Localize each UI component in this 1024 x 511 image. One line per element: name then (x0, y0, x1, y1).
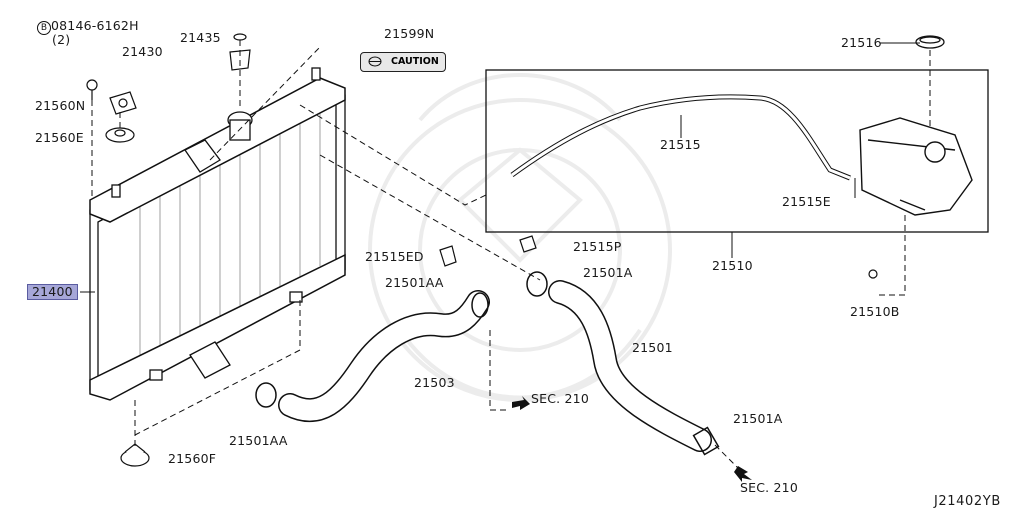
label-sec-210-middle: SEC. 210 (531, 391, 589, 406)
cap-21516 (915, 35, 945, 49)
label-21430: 21430 (122, 44, 163, 59)
label-21515: 21515 (660, 137, 701, 152)
mount-21560F (120, 443, 150, 467)
clip-21515ED (439, 245, 457, 267)
label-21510B: 21510B (850, 304, 900, 319)
reservoir-tank-21510 (859, 117, 973, 216)
label-21501AA-bottom: 21501AA (229, 433, 288, 448)
bolt-08146 (86, 79, 98, 100)
label-21560N: 21560N (35, 98, 86, 113)
label-21501A-top: 21501A (583, 265, 633, 280)
dashed-leaders (91, 40, 931, 471)
reservoir-kit-box (485, 69, 989, 233)
label-21515E: 21515E (782, 194, 831, 209)
label-21516: 21516 (841, 35, 882, 50)
label-21503: 21503 (414, 375, 455, 390)
clip-21515P (519, 235, 537, 253)
bolt-21510B (868, 269, 878, 279)
label-21515P: 21515P (573, 239, 622, 254)
label-sec-210-bottom: SEC. 210 (740, 480, 798, 495)
mount-21560E (105, 127, 135, 143)
mount-21560N (109, 91, 137, 115)
label-21400: 21400 (27, 284, 78, 300)
clamps (255, 271, 720, 456)
cap-21435 (233, 33, 247, 41)
label-21560F: 21560F (168, 451, 217, 466)
warning-symbol-icon (368, 56, 382, 67)
bolt-prefix-badge: B (37, 21, 51, 35)
label-21560E: 21560E (35, 130, 84, 145)
sec-210-arrows (512, 396, 752, 482)
caution-label: CAUTION (360, 52, 446, 72)
caution-text: CAUTION (391, 56, 439, 67)
label-21510: 21510 (712, 258, 753, 273)
diagram-code: J21402YB (934, 494, 1001, 509)
label-21501AA-top: 21501AA (385, 275, 444, 290)
label-21435: 21435 (180, 30, 221, 45)
label-21599N: 21599N (384, 26, 435, 41)
label-21501A-bottom: 21501A (733, 411, 783, 426)
label-21501: 21501 (632, 340, 673, 355)
radiator-core (89, 67, 346, 401)
watermark-emblem (368, 73, 672, 402)
label-bolt-qty: (2) (52, 32, 71, 47)
leader-lines (80, 42, 920, 293)
label-21515ED: 21515ED (365, 249, 424, 264)
